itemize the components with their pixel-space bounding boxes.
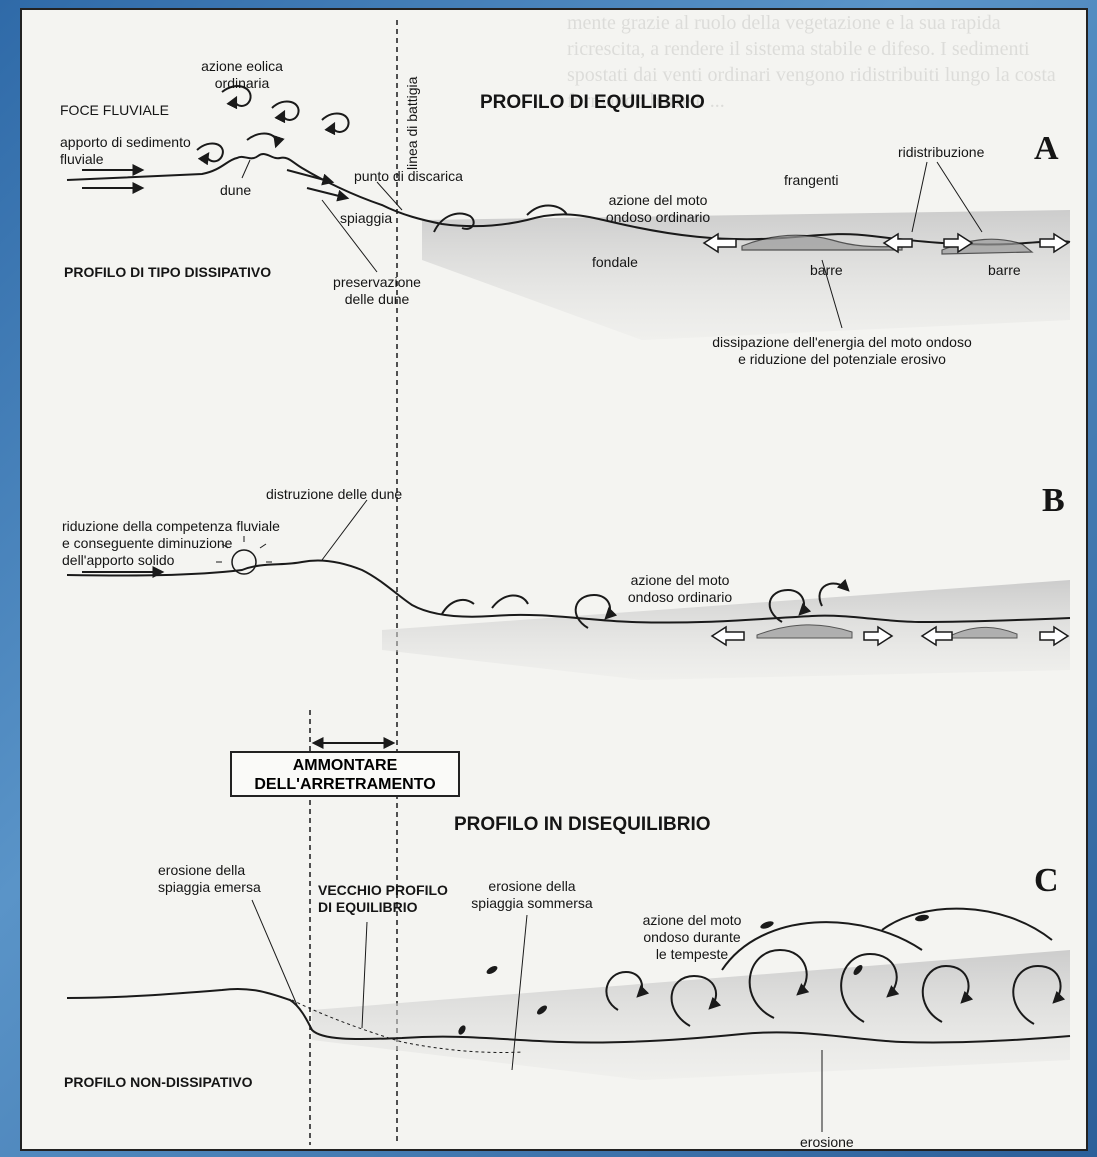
label-punto-discarica: punto di discarica bbox=[354, 168, 463, 184]
sea-band-c bbox=[312, 950, 1070, 1080]
label-azione-moto-a: azione del moto ondoso ordinario bbox=[605, 192, 711, 225]
label-erosione-emersa: erosione della spiaggia emersa bbox=[158, 862, 261, 895]
label-ridistribuzione: ridistribuzione bbox=[898, 144, 985, 160]
label-azione-eolica: azione eolica ordinaria bbox=[201, 58, 283, 91]
panel-b bbox=[66, 499, 1071, 680]
label-letter-b: B bbox=[1042, 482, 1065, 519]
discharge-arrow-1 bbox=[286, 169, 335, 186]
leader-ridistribuzione-1 bbox=[911, 161, 928, 233]
label-ammontare: AMMONTARE DELL'ARRETRAMENTO bbox=[254, 757, 436, 793]
leader-erosione-sommersa bbox=[511, 914, 528, 1071]
wind-swirl-4 bbox=[196, 142, 224, 166]
label-azione-moto-c: azione del moto ondoso durante le tempes… bbox=[642, 912, 742, 962]
profile-c bbox=[66, 987, 1071, 1044]
label-azione-moto-b: azione del moto ondoso ordinario bbox=[627, 572, 733, 605]
diagram-panel: mente grazie al ruolo della vegetazione … bbox=[20, 8, 1088, 1151]
double-arrows-a bbox=[702, 232, 1070, 254]
bar-b1 bbox=[756, 624, 853, 639]
label-profilo-dissipativo: PROFILO DI TIPO DISSIPATIVO bbox=[64, 264, 272, 280]
show-through-text: mente grazie al ruolo della vegetazione … bbox=[567, 12, 1056, 112]
sun-rays bbox=[216, 536, 272, 563]
breaker-a1 bbox=[433, 212, 475, 233]
storm-waves-c bbox=[605, 907, 1066, 1027]
leader-dune bbox=[241, 159, 251, 179]
sea-band-a bbox=[422, 210, 1070, 340]
sun-icon bbox=[231, 549, 257, 575]
wind-swirl-3 bbox=[321, 112, 350, 136]
label-profilo-non-dissipativo: PROFILO NON-DISSIPATIVO bbox=[64, 1074, 253, 1090]
label-frangenti: frangenti bbox=[784, 172, 839, 188]
label-spiaggia: spiaggia bbox=[340, 210, 393, 226]
breaker-b2 bbox=[491, 594, 529, 609]
label-vecchio-profilo: VECCHIO PROFILO DI EQUILIBRIO bbox=[318, 882, 448, 915]
label-foce-fluviale: FOCE FLUVIALE bbox=[60, 102, 169, 118]
label-preservazione-dune: preservazione delle dune bbox=[333, 274, 421, 307]
profile-b bbox=[66, 559, 1071, 624]
title-profilo-equilibrio: PROFILO DI EQUILIBRIO bbox=[480, 92, 705, 113]
breaker-b1 bbox=[441, 598, 475, 615]
label-dune: dune bbox=[220, 182, 252, 198]
wind-swirl-2 bbox=[271, 100, 300, 124]
leader-distruzione bbox=[321, 499, 368, 561]
leader-ridistribuzione-2 bbox=[936, 161, 983, 233]
label-distruzione-dune: distruzione delle dune bbox=[266, 486, 403, 502]
panel-c bbox=[66, 899, 1071, 1132]
leader-punto-discarica bbox=[376, 181, 403, 211]
label-dissipazione: dissipazione dell'energia del moto ondos… bbox=[712, 334, 972, 367]
label-apporto-sedimento: apporto di sedimento fluviale bbox=[60, 134, 191, 167]
label-fondale: fondale bbox=[592, 254, 638, 270]
breaker-a2 bbox=[526, 204, 568, 216]
leader-preservazione bbox=[321, 199, 378, 273]
label-letter-a: A bbox=[1034, 130, 1059, 167]
panel-a bbox=[66, 20, 1071, 1145]
label-barre-1: barre bbox=[810, 262, 843, 278]
label-erosione-sommersa: erosione della spiaggia sommersa bbox=[471, 878, 593, 911]
label-barre-2: barre bbox=[988, 262, 1021, 278]
leader-erosione-emersa bbox=[251, 899, 298, 1006]
wind-swirl-5 bbox=[246, 132, 285, 149]
double-arrows-b bbox=[710, 625, 1070, 647]
label-linea-battigia: linea di battigia bbox=[404, 76, 420, 170]
leader-vecchio-profilo bbox=[361, 921, 368, 1029]
discharge-arrow-2 bbox=[306, 187, 350, 202]
leader-dissipazione bbox=[821, 259, 843, 329]
diagram-drawing bbox=[66, 20, 1071, 1145]
bar-b2 bbox=[951, 626, 1018, 639]
box-ammontare-arretramento: AMMONTARE DELL'ARRETRAMENTO bbox=[230, 751, 460, 797]
label-letter-c: C bbox=[1034, 862, 1059, 899]
profile-a bbox=[66, 153, 1071, 246]
label-riduzione-competenza: riduzione della competenza fluviale e co… bbox=[62, 518, 280, 568]
spray-drops-c bbox=[458, 914, 929, 1035]
title-profilo-disequilibrio: PROFILO IN DISEQUILIBRIO bbox=[454, 814, 711, 835]
wave-circles-b bbox=[574, 578, 850, 629]
wind-swirl-1 bbox=[221, 85, 252, 110]
label-erosione: erosione bbox=[800, 1134, 854, 1150]
